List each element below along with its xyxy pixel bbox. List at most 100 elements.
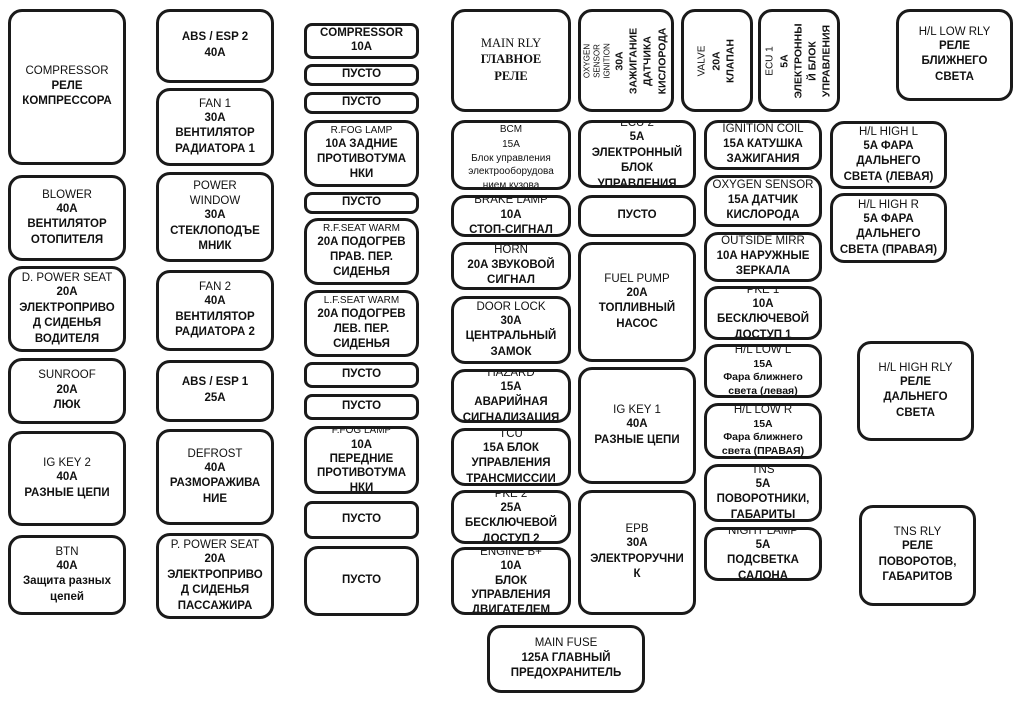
- box-door-lock: DOOR LOCK 30A ЦЕНТРАЛЬНЫЙ ЗАМОК: [451, 296, 571, 364]
- box-d-power-seat: D. POWER SEAT 20A ЭЛЕКТРОПРИВО Д СИДЕНЬЯ…: [8, 266, 126, 352]
- box-desc: 5A ПОВОРОТНИКИ, ГАБАРИТЫ: [716, 477, 810, 521]
- box-empty-7: ПУСТО: [304, 546, 419, 616]
- box-desc: ПУСТО: [341, 513, 382, 526]
- box-vertical-text: OXYGEN SENSOR IGNITION 30A ЗАЖИГАНИЕ ДАТ…: [583, 27, 670, 94]
- box-vertical-text: VALVE 20A КЛАПАН: [697, 39, 738, 83]
- box-title: VALVE: [696, 45, 708, 76]
- box-title: OUTSIDE MIRR: [721, 235, 805, 248]
- box-desc: РЕЛЕ ПОВОРОТОВ, ГАБАРИТОВ: [878, 540, 957, 584]
- box-title: SUNROOF: [38, 369, 96, 382]
- box-desc: 10A НАРУЖНЫЕ ЗЕРКАЛА: [716, 249, 810, 278]
- box-title: MAIN FUSE: [534, 637, 598, 650]
- box-title: HAZARD: [487, 369, 535, 379]
- box-title: IG KEY 2: [43, 456, 91, 469]
- box-desc: ГЛАВНОЕ РЕЛЕ: [480, 52, 542, 84]
- box-desc: 20A КЛАПАН: [710, 38, 737, 83]
- box-p-power-seat: P. POWER SEAT 20A ЭЛЕКТРОПРИВО Д СИДЕНЬЯ…: [156, 533, 274, 619]
- box-lf-seat-warm: L.F.SEAT WARM 20A ПОДОГРЕВ ЛЕВ. ПЕР. СИД…: [304, 290, 419, 357]
- box-ig-key-2: IG KEY 2 40A РАЗНЫЕ ЦЕПИ: [8, 431, 126, 526]
- box-desc: ПУСТО: [341, 400, 382, 413]
- box-desc: 5A ЭЛЕКТРОННЫЙ БЛОК УПРАВЛЕНИЯ: [591, 131, 683, 188]
- box-ignition-coil: IGNITION COIL 15A КАТУШКА ЗАЖИГАНИЯ: [704, 120, 822, 170]
- box-desc: 15A БЛОК УПРАВЛЕНИЯ ТРАНСМИССИИ: [466, 441, 556, 485]
- box-oxygen-sensor-ignition: OXYGEN SENSOR IGNITION 30A ЗАЖИГАНИЕ ДАТ…: [578, 9, 674, 112]
- box-desc: 5A ЭЛЕКТРОННЫ Й БЛОК УПРАВЛЕНИЯ: [777, 22, 833, 99]
- box-desc: РЕЛЕ ДАЛЬНЕГО СВЕТА: [883, 375, 948, 419]
- box-title: L.F.SEAT WARM: [323, 294, 400, 306]
- box-desc: 40A ВЕНТИЛЯТОР ОТОПИТЕЛЯ: [27, 202, 107, 246]
- box-desc: ПУСТО: [341, 196, 382, 209]
- box-title: TCU: [499, 428, 523, 440]
- box-desc: ПУСТО: [341, 368, 382, 381]
- box-f-fog-lamp: F.FOG LAMP 10A ПЕРЕДНИЕ ПРОТИВОТУМА НКИ: [304, 426, 419, 494]
- box-desc: 5A ФАРА ДАЛЬНЕГО СВЕТА (ПРАВАЯ): [839, 212, 938, 256]
- box-pke-2: PKE 2 25A БЕСКЛЮЧЕВОЙ ДОСТУП 2: [451, 490, 571, 544]
- box-title: IG KEY 1: [613, 403, 661, 416]
- box-title: DEFROST: [187, 447, 243, 460]
- box-title: TNS RLY: [893, 526, 942, 539]
- box-desc: 20A ПОДОГРЕВ ЛЕВ. ПЕР. СИДЕНЬЯ: [317, 308, 406, 351]
- box-desc: 40A РАЗНЫЕ ЦЕПИ: [594, 418, 680, 446]
- box-btn: BTN 40A Защита разных цепей: [8, 535, 126, 615]
- box-title: R.FOG LAMP: [330, 124, 393, 136]
- box-hl-high-l: H/L HIGH L 5A ФАРА ДАЛЬНЕГО СВЕТА (ЛЕВАЯ…: [830, 121, 947, 189]
- box-desc: 30A ЗАЖИГАНИЕ ДАТЧИКА КИСЛОРОДА: [613, 27, 669, 94]
- box-desc: 30A ЭЛЕКТРОРУЧНИ К: [590, 537, 684, 581]
- box-tns-rly: TNS RLY РЕЛЕ ПОВОРОТОВ, ГАБАРИТОВ: [859, 505, 976, 606]
- box-title: H/L HIGH L: [858, 125, 918, 138]
- box-desc: 25A БЕСКЛЮЧЕВОЙ ДОСТУП 2: [464, 501, 558, 544]
- box-empty-2: ПУСТО: [304, 92, 419, 114]
- box-outside-mirr: OUTSIDE MIRR 10A НАРУЖНЫЕ ЗЕРКАЛА: [704, 232, 822, 282]
- box-night-lamp: NIGHT LAMP 5A ПОДСВЕТКА САЛОНА: [704, 527, 822, 581]
- box-title: OXYGEN SENSOR IGNITION: [582, 42, 612, 79]
- box-abs-esp-1: ABS / ESP 1 25A: [156, 360, 274, 422]
- box-title: BLOWER: [42, 188, 92, 201]
- box-tns: TNS 5A ПОВОРОТНИКИ, ГАБАРИТЫ: [704, 464, 822, 522]
- box-title: H/L LOW L: [734, 344, 792, 357]
- box-rf-seat-warm: R.F.SEAT WARM 20A ПОДОГРЕВ ПРАВ. ПЕР. СИ…: [304, 218, 419, 285]
- box-title: FAN 1: [199, 97, 231, 110]
- box-desc: РЕЛЕ БЛИЖНЕГО СВЕТА: [921, 39, 988, 83]
- box-ecu-1: ECU 1 5A ЭЛЕКТРОННЫ Й БЛОК УПРАВЛЕНИЯ: [758, 9, 840, 112]
- box-heading: BCM: [500, 123, 522, 138]
- box-hl-high-rly: H/L HIGH RLY РЕЛЕ ДАЛЬНЕГО СВЕТА: [857, 341, 974, 441]
- box-desc: 5A ФАРА ДАЛЬНЕГО СВЕТА (ЛЕВАЯ): [843, 139, 934, 183]
- box-hl-low-r: H/L LOW R 15A Фара ближнего света (ПРАВА…: [704, 403, 822, 459]
- box-ig-key-1: IG KEY 1 40A РАЗНЫЕ ЦЕПИ: [578, 367, 696, 484]
- box-main-fuse: MAIN FUSE 125A ГЛАВНЫЙ ПРЕДОХРАНИТЕЛЬ: [487, 625, 645, 693]
- box-desc: 15A Блок управления электрооборудова ние…: [468, 139, 554, 190]
- box-desc: 5A ПОДСВЕТКА САЛОНА: [727, 538, 799, 581]
- box-desc: 20A ЭЛЕКТРОПРИВО Д СИДЕНЬЯ ПАССАЖИРА: [167, 553, 263, 612]
- box-desc: 10A БЕСКЛЮЧЕВОЙ ДОСТУП 1: [716, 297, 810, 340]
- box-title: BTN: [55, 545, 79, 558]
- box-title: ENGINE B+: [480, 547, 542, 559]
- box-title: P. POWER SEAT: [170, 538, 260, 551]
- box-desc: 10A ПЕРЕДНИЕ ПРОТИВОТУМА НКИ: [316, 438, 407, 494]
- box-valve: VALVE 20A КЛАПАН: [681, 9, 753, 112]
- box-desc: 10A СТОП-СИГНАЛ: [469, 208, 553, 237]
- box-title: EPB: [625, 523, 649, 536]
- box-title: H/L LOW RLY: [918, 25, 991, 38]
- box-title: HORN: [494, 244, 528, 257]
- box-desc: 10A БЛОК УПРАВЛЕНИЯ ДВИГАТЕЛЕМ: [471, 560, 551, 615]
- box-title: H/L LOW R: [733, 404, 793, 417]
- box-empty-4: ПУСТО: [304, 362, 419, 388]
- box-desc: 30A ЦЕНТРАЛЬНЫЙ ЗАМОК: [465, 314, 557, 358]
- box-desc: ПУСТО: [341, 574, 382, 587]
- box-pke-1: PKE 1 10A БЕСКЛЮЧЕВОЙ ДОСТУП 1: [704, 286, 822, 340]
- box-empty-8: ПУСТО: [578, 195, 696, 237]
- box-desc: 15A КАТУШКА ЗАЖИГАНИЯ: [723, 137, 803, 166]
- box-title: FUEL PUMP: [604, 272, 670, 285]
- box-desc: COMPRESSOR 10A: [319, 27, 404, 53]
- box-desc: ПУСТО: [341, 96, 382, 109]
- box-desc: 20A ЭЛЕКТРОПРИВО Д СИДЕНЬЯ ВОДИТЕЛЯ: [19, 286, 115, 345]
- box-title: IGNITION COIL: [722, 123, 804, 136]
- box-title: ECU 1: [764, 45, 776, 76]
- box-desc: 40A РАЗМОРАЖИВА НИЕ: [169, 461, 261, 505]
- box-title: H/L HIGH RLY: [878, 361, 953, 374]
- box-empty-5: ПУСТО: [304, 394, 419, 420]
- box-desc: ABS / ESP 1 25A: [181, 376, 249, 404]
- box-desc: ПУСТО: [341, 68, 382, 81]
- box-engine-b: ENGINE B+ 10A БЛОК УПРАВЛЕНИЯ ДВИГАТЕЛЕМ: [451, 547, 571, 615]
- box-epb: EPB 30A ЭЛЕКТРОРУЧНИ К: [578, 490, 696, 615]
